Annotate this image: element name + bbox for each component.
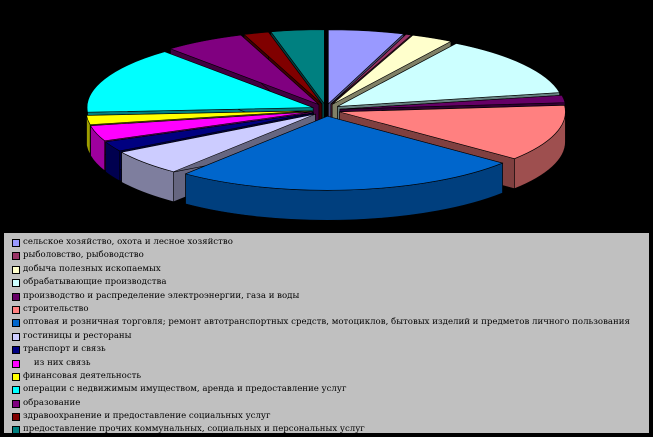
legend-label: транспорт и связь xyxy=(23,344,106,355)
legend-swatch xyxy=(12,413,20,422)
legend-label: предоставление прочих коммунальных, соци… xyxy=(23,424,365,435)
legend-item: финансовая деятельность xyxy=(12,370,649,383)
legend-item: добыча полезных ископаемых xyxy=(12,263,649,276)
legend-label: строительство xyxy=(23,303,89,314)
pie-slice-7 xyxy=(184,115,504,221)
legend-swatch xyxy=(12,372,20,381)
legend-label: производство и распределение электроэнер… xyxy=(23,290,300,301)
pie-chart xyxy=(86,29,566,221)
legend-item: образование xyxy=(12,397,649,410)
legend-swatch xyxy=(12,386,20,395)
legend-swatch xyxy=(12,332,20,341)
legend-label: добыча полезных ископаемых xyxy=(23,263,161,274)
legend-item: рыболовство, рыбоводство xyxy=(12,249,649,262)
legend-item: строительство xyxy=(12,303,649,316)
legend-swatch xyxy=(12,292,20,301)
legend-label: рыболовство, рыбоводство xyxy=(23,250,144,261)
legend-swatch xyxy=(12,359,20,368)
legend-label: финансовая деятельность xyxy=(23,370,142,381)
legend-swatch xyxy=(12,319,20,328)
legend-label: из них связь xyxy=(23,357,91,368)
legend-swatch xyxy=(12,239,20,247)
legend-label: оптовая и розничная торговля; ремонт авт… xyxy=(23,317,630,328)
chart-legend: сельское хозяйство, охота и лесное хозяй… xyxy=(4,233,649,436)
legend-label: образование xyxy=(23,397,81,408)
legend-item: оптовая и розничная торговля; ремонт авт… xyxy=(12,316,649,329)
legend-item: из них связь xyxy=(12,357,649,370)
legend-item: здравоохранение и предоставление социаль… xyxy=(12,410,649,423)
legend-swatch xyxy=(12,305,20,314)
legend-item: обрабатывающие производства xyxy=(12,276,649,289)
legend-swatch xyxy=(12,346,20,355)
legend-item: транспорт и связь xyxy=(12,343,649,356)
legend-label: обрабатывающие производства xyxy=(23,277,167,288)
legend-swatch xyxy=(12,426,20,435)
legend-label: здравоохранение и предоставление социаль… xyxy=(23,411,271,422)
legend-swatch xyxy=(12,399,20,408)
legend-label: гостиницы и рестораны xyxy=(23,330,132,341)
legend-item: предоставление прочих коммунальных, соци… xyxy=(12,423,649,436)
legend-swatch xyxy=(12,279,20,288)
legend-label: операции с недвижимым имуществом, аренда… xyxy=(23,384,347,395)
legend-label: сельское хозяйство, охота и лесное хозяй… xyxy=(23,237,233,247)
legend-item: гостиницы и рестораны xyxy=(12,330,649,343)
legend-item: сельское хозяйство, охота и лесное хозяй… xyxy=(12,236,649,249)
legend-swatch xyxy=(12,252,20,261)
legend-item: производство и распределение электроэнер… xyxy=(12,290,649,303)
legend-item: операции с недвижимым имуществом, аренда… xyxy=(12,383,649,396)
legend-swatch xyxy=(12,265,20,274)
